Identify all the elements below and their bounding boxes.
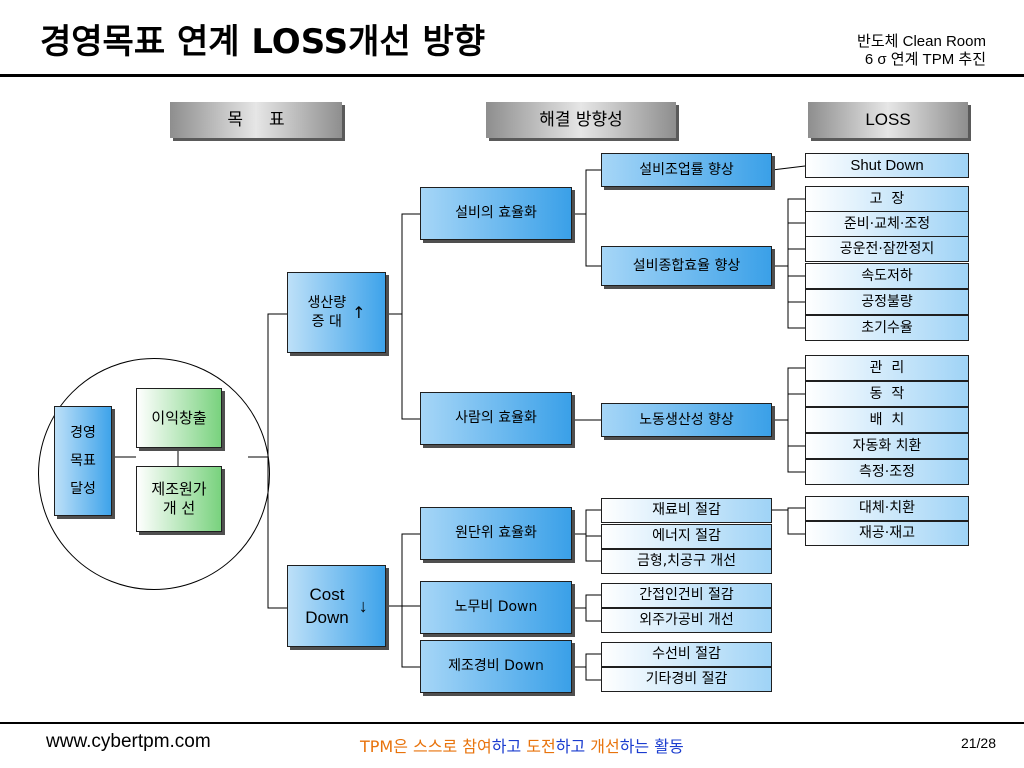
footer-slogan: TPM은 스스로 참여하고 도전하고 개선하는 활동 [360,733,684,757]
node-energy: 에너지 절감 [601,524,772,549]
node-repair-cost: 수선비 절감 [601,642,772,667]
footer-divider [0,722,1024,724]
node-cost-down: Cost Down ↓ [287,565,386,647]
node-mold-tool: 금형,치공구 개선 [601,549,772,574]
loss-idle-stop: 공운전·잠깐정지 [805,236,969,262]
cost-line1: Cost [309,585,345,604]
node-operating-rate: 설비조업률 향상 [601,153,772,187]
root-line1: 경영 [70,425,96,441]
header-goal-b: 표 [269,110,285,130]
page-title: 경영목표 연계 LOSS개선 방향 [40,22,486,62]
slogan-segment: 개선 [590,737,620,756]
loss-management: 관 리 [805,355,969,381]
slogan-segment: 하는 활동 [619,737,684,756]
node-labor-productivity: 노동생산성 향상 [601,403,772,437]
production-line2: 증 대 [311,313,342,330]
loss-failure: 고 장 [805,186,969,212]
footer-url: www.cybertpm.com [46,731,211,752]
slogan-segment: 하고 [491,737,527,756]
header-solution: 해결 방향성 [486,102,676,138]
node-overhead-down: 제조경비 Down [420,640,572,693]
goal-circle [38,358,270,590]
loss-wip-inventory: 재공·재고 [805,521,969,546]
node-equipment-efficiency: 설비의 효율화 [420,187,572,240]
subtitle-line2: 6 σ 연계 TPM 추진 [864,51,986,68]
loss-speed: 속도저하 [805,263,969,289]
node-indirect-labor: 간접인건비 절감 [601,583,772,608]
loss-motion: 동 작 [805,381,969,407]
slogan-segment: 도전 [526,737,556,756]
root-line2: 목표 [70,453,96,469]
loss-automation: 자동화 치환 [805,433,969,459]
goal-cost-line1: 제조원가 [151,480,207,498]
page-number: 21/28 [960,735,996,751]
down-arrow-icon: ↓ [358,595,368,616]
node-people-efficiency: 사람의 효율화 [420,392,572,445]
slogan-segment: 하고 [555,737,591,756]
subtitle: 반도체 Clean Room 6 σ 연계 TPM 추진 [857,33,986,69]
loss-setup: 준비·교체·조정 [805,211,969,237]
goal-profit: 이익창출 [136,388,222,448]
node-oee: 설비종합효율 향상 [601,246,772,286]
node-material-cost: 재료비 절감 [601,498,772,523]
node-other-expenses: 기타경비 절감 [601,667,772,692]
loss-initial-yield: 초기수율 [805,315,969,341]
goal-cost-line2: 개 선 [162,499,196,517]
root-management-goal: 경영 목표 달성 [54,406,112,516]
node-outsourcing: 외주가공비 개선 [601,608,772,633]
node-unit-efficiency: 원단위 효율화 [420,507,572,560]
goal-cost-improvement: 제조원가 개 선 [136,466,222,532]
node-production-increase: 생산량 증 대 ↑ [287,272,386,353]
production-line1: 생산량 [307,294,347,311]
root-line3: 달성 [70,481,96,497]
cost-line2: Down [305,608,349,627]
loss-substitution: 대체·치환 [805,496,969,521]
loss-measurement: 측정·조정 [805,459,969,485]
up-arrow-icon: ↑ [352,303,366,322]
header-goal-a: 목 [227,110,243,130]
loss-arrangement: 배 치 [805,407,969,433]
slogan-segment: TPM은 스스로 [360,737,463,756]
subtitle-line1: 반도체 Clean Room [857,33,986,50]
slogan-segment: 참여 [462,737,492,756]
title-divider [0,74,1024,77]
node-labor-down: 노무비 Down [420,581,572,634]
loss-shutdown: Shut Down [805,153,969,178]
loss-defect: 공정불량 [805,289,969,315]
header-loss: LOSS [808,102,968,138]
